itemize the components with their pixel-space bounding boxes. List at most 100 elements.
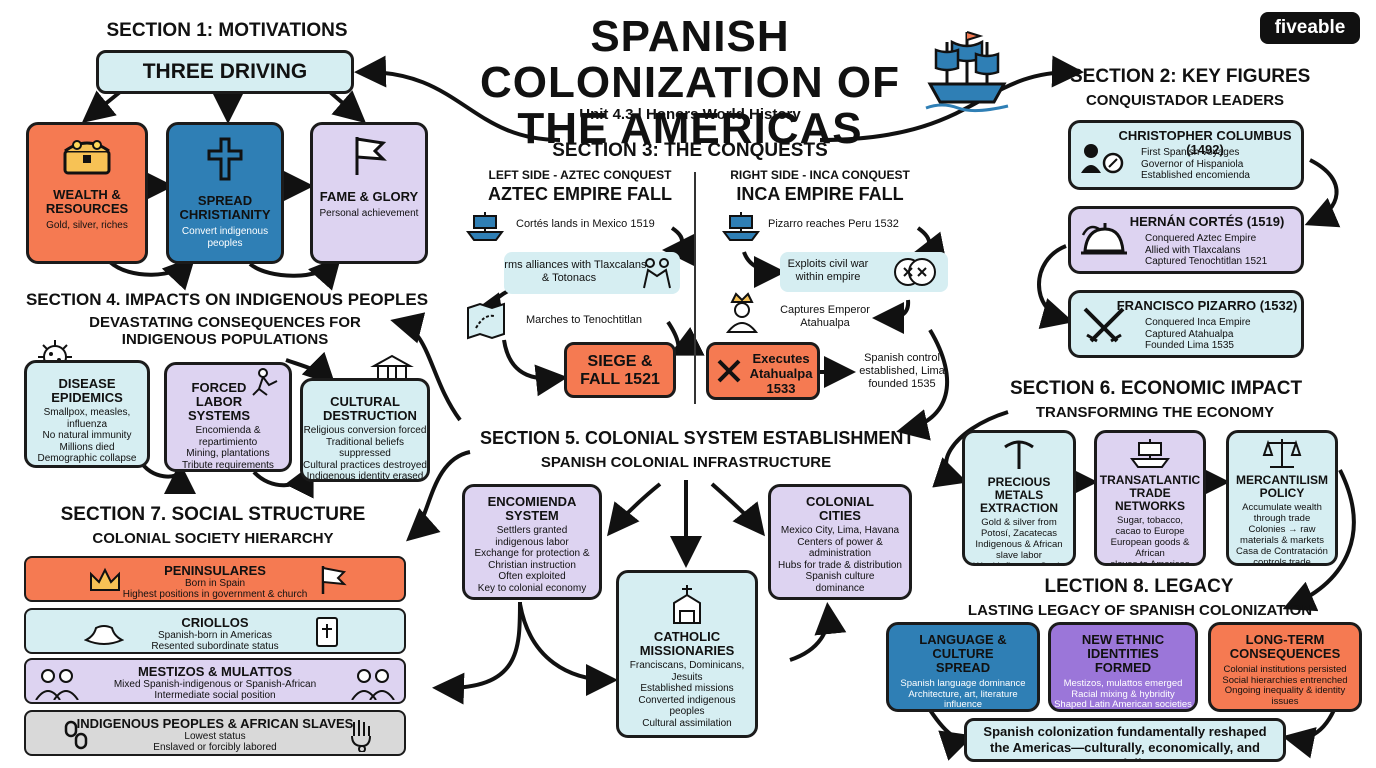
inca-step: Pizarro reaches Peru 1532 bbox=[768, 218, 899, 230]
legacy-language: LANGUAGE & CULTURE SPREAD Spanish langua… bbox=[886, 622, 1040, 712]
colonial-title: COLONIAL CITIES bbox=[806, 494, 874, 523]
crown-icon bbox=[88, 566, 122, 599]
inca-step: Captures Emperor Atahualpa bbox=[780, 304, 870, 329]
impact-title: CULTURAL DESTRUCTION bbox=[323, 394, 417, 423]
legacy-title: LONG-TERM CONSEQUENCES bbox=[1229, 632, 1341, 661]
handshake-icon bbox=[640, 256, 674, 294]
section8-heading: LECTION 8. LEGACY bbox=[1044, 576, 1234, 597]
economic-title: MERCANTILISM POLICY bbox=[1236, 473, 1328, 500]
civil-war-icon bbox=[890, 256, 940, 292]
tier-desc: Spanish-born in Americas Resented subord… bbox=[151, 630, 279, 652]
legacy-title: NEW ETHNIC IDENTITIES FORMED bbox=[1081, 632, 1165, 675]
cross-icon bbox=[169, 135, 281, 186]
figure-desc: First Spanish voyages Governor of Hispan… bbox=[1141, 147, 1250, 181]
section6-heading: SECTION 6. ECONOMIC IMPACT bbox=[1010, 378, 1303, 399]
impact-title: FORCED LABOR SYSTEMS bbox=[187, 380, 251, 423]
economic-desc: Gold & silver from Potosí, Zacatecas Ind… bbox=[973, 517, 1064, 563]
tier-criollos: CRIOLLOS Spanish-born in Americas Resent… bbox=[24, 608, 406, 654]
motivation-title: FAME & GLORY bbox=[319, 189, 419, 204]
colonial-encomienda: ENCOMIENDA SYSTEM Settlers granted indig… bbox=[462, 484, 602, 600]
motivation-fame: FAME & GLORY Personal achievement bbox=[310, 122, 428, 264]
map-icon bbox=[466, 300, 506, 345]
inca-result: Executes Atahualpa 1533 bbox=[706, 342, 820, 400]
tier-title: CRIOLLOS bbox=[181, 615, 249, 630]
section4-heading: SECTION 4. IMPACTS ON INDIGENOUS PEOPLES bbox=[25, 290, 429, 309]
section2-heading: SECTION 2: KEY FIGURES bbox=[1070, 66, 1311, 87]
economic-trade: TRANSATLANTIC TRADE NETWORKS Sugar, toba… bbox=[1094, 430, 1206, 566]
inca-result-label: Executes Atahualpa 1533 bbox=[749, 351, 813, 396]
ship-icon bbox=[466, 210, 504, 247]
figure-title: FRANCISCO PIZARRO (1532) bbox=[1116, 298, 1298, 313]
aztec-result-label: SIEGE & FALL 1521 bbox=[580, 353, 660, 388]
economic-desc: Sugar, tobacco, cacao to Europe European… bbox=[1110, 515, 1190, 566]
section1-banner: THREE DRIVING FORCES bbox=[96, 50, 354, 94]
figure-pizarro: FRANCISCO PIZARRO (1532) Conquered Inca … bbox=[1068, 290, 1304, 358]
tier-title: INDIGENOUS PEOPLES & AFRICAN SLAVES bbox=[76, 716, 354, 731]
colonial-title: ENCOMIENDA SYSTEM bbox=[487, 494, 577, 523]
pickaxe-icon bbox=[965, 437, 1073, 476]
figure-cortes: HERNÁN CORTÉS (1519) Conquered Aztec Emp… bbox=[1068, 206, 1304, 274]
aztec-title: AZTEC EMPIRE FALL bbox=[488, 184, 672, 204]
inca-title: INCA EMPIRE FALL bbox=[736, 184, 904, 204]
section2-subheading: CONQUISTADOR LEADERS bbox=[1085, 92, 1285, 109]
section1-heading: SECTION 1: MOTIVATIONS bbox=[106, 20, 348, 41]
inca-side-label: RIGHT SIDE - INCA CONQUEST bbox=[730, 168, 910, 182]
economic-mercantilism: MERCANTILISM POLICY Accumulate wealth th… bbox=[1226, 430, 1338, 566]
legacy-consequences: LONG-TERM CONSEQUENCES Colonial institut… bbox=[1208, 622, 1362, 712]
impact-title: DISEASE EPIDEMICS bbox=[51, 376, 123, 405]
impact-disease: DISEASE EPIDEMICS Smallpox, measles, inf… bbox=[24, 360, 150, 468]
aztec-side-label: LEFT SIDE - AZTEC CONQUEST bbox=[488, 168, 672, 182]
colonial-desc: Franciscans, Dominicans, Jesuits Establi… bbox=[629, 660, 745, 729]
motivation-desc: Personal achievement bbox=[319, 208, 419, 219]
hat-icon bbox=[83, 622, 125, 651]
shackled-hand-icon bbox=[346, 716, 376, 757]
section3-heading: SECTION 3: THE CONQUESTS bbox=[552, 140, 828, 161]
chain-icon bbox=[62, 720, 92, 757]
tier-desc: Mixed Spanish-indigenous or Spanish-Afri… bbox=[113, 679, 317, 701]
tier-indigenous-slaves: INDIGENOUS PEOPLES & AFRICAN SLAVES Lowe… bbox=[24, 710, 406, 756]
tier-mestizos: MESTIZOS & MULATTOS Mixed Spanish-indige… bbox=[24, 658, 406, 704]
helmet-icon bbox=[1079, 221, 1129, 270]
tier-desc: Born in Spain Highest positions in gover… bbox=[122, 578, 308, 600]
motivation-wealth: WEALTH & RESOURCES Gold, silver, riches bbox=[26, 122, 148, 264]
tier-title: PENINSULARES bbox=[164, 563, 266, 578]
aztec-step: Forms alliances with Tlaxcalans & Totona… bbox=[504, 259, 647, 284]
laborer-icon bbox=[249, 367, 283, 402]
figure-desc: Conquered Inca Empire Captured Atahualpa… bbox=[1145, 317, 1251, 351]
section5-heading: SECTION 5. COLONIAL SYSTEM ESTABLISHMENT bbox=[480, 428, 915, 448]
legacy-summary: Spanish colonization fundamentally resha… bbox=[964, 718, 1286, 762]
legacy-summary-text: Spanish colonization fundamentally resha… bbox=[983, 724, 1267, 759]
people-icon bbox=[350, 666, 396, 705]
motivation-christianity: SPREAD CHRISTIANITY Convert indigenous p… bbox=[166, 122, 284, 264]
flag-icon bbox=[318, 564, 348, 601]
figure-desc: Conquered Aztec Empire Allied with Tlaxc… bbox=[1145, 233, 1268, 267]
emperor-icon bbox=[724, 292, 760, 339]
motivation-desc: Convert indigenous peoples bbox=[181, 226, 269, 249]
impact-culture: CULTURAL DESTRUCTION Religious conversio… bbox=[300, 378, 430, 482]
legacy-title: LANGUAGE & CULTURE SPREAD bbox=[919, 632, 1007, 675]
impact-desc: Encomienda & repartimiento Mining, plant… bbox=[182, 425, 274, 471]
aztec-alliance-step: Forms alliances with Tlaxcalans & Totona… bbox=[504, 252, 680, 294]
people-icon bbox=[34, 666, 80, 705]
fiveable-logo[interactable]: fiveable bbox=[1260, 12, 1360, 44]
economic-title: TRANSATLANTIC TRADE NETWORKS bbox=[1099, 473, 1201, 513]
section5-subheading: SPANISH COLONIAL INFRASTRUCTURE bbox=[540, 454, 832, 471]
figure-title: HERNÁN CORTÉS (1519) bbox=[1129, 214, 1285, 229]
conquest-divider bbox=[694, 172, 696, 404]
x-mark-icon bbox=[715, 357, 743, 390]
inca-civilwar-step: Exploits civil war within empire bbox=[780, 252, 948, 292]
aztec-result: SIEGE & FALL 1521 bbox=[564, 342, 676, 398]
impact-desc: Smallpox, measles, influenza No natural … bbox=[37, 407, 137, 464]
scales-icon bbox=[1229, 437, 1335, 474]
ship-icon bbox=[722, 210, 760, 247]
church-book-icon bbox=[619, 583, 755, 630]
legacy-desc: Colonial institutions persisted Social h… bbox=[1222, 664, 1348, 707]
aztec-step: Marches to Tenochtitlan bbox=[526, 314, 642, 326]
economic-metals: PRECIOUS METALS EXTRACTION Gold & silver… bbox=[962, 430, 1076, 566]
section6-subheading: TRANSFORMING THE ECONOMY bbox=[1035, 404, 1275, 421]
section8-subheading: LASTING LEGACY OF SPANISH COLONIZATION bbox=[967, 602, 1313, 619]
inca-outcome: Spanish control established, Lima founde… bbox=[859, 352, 945, 390]
crossed-swords-icon bbox=[1081, 305, 1127, 354]
galleon-ship-icon bbox=[922, 24, 1012, 119]
